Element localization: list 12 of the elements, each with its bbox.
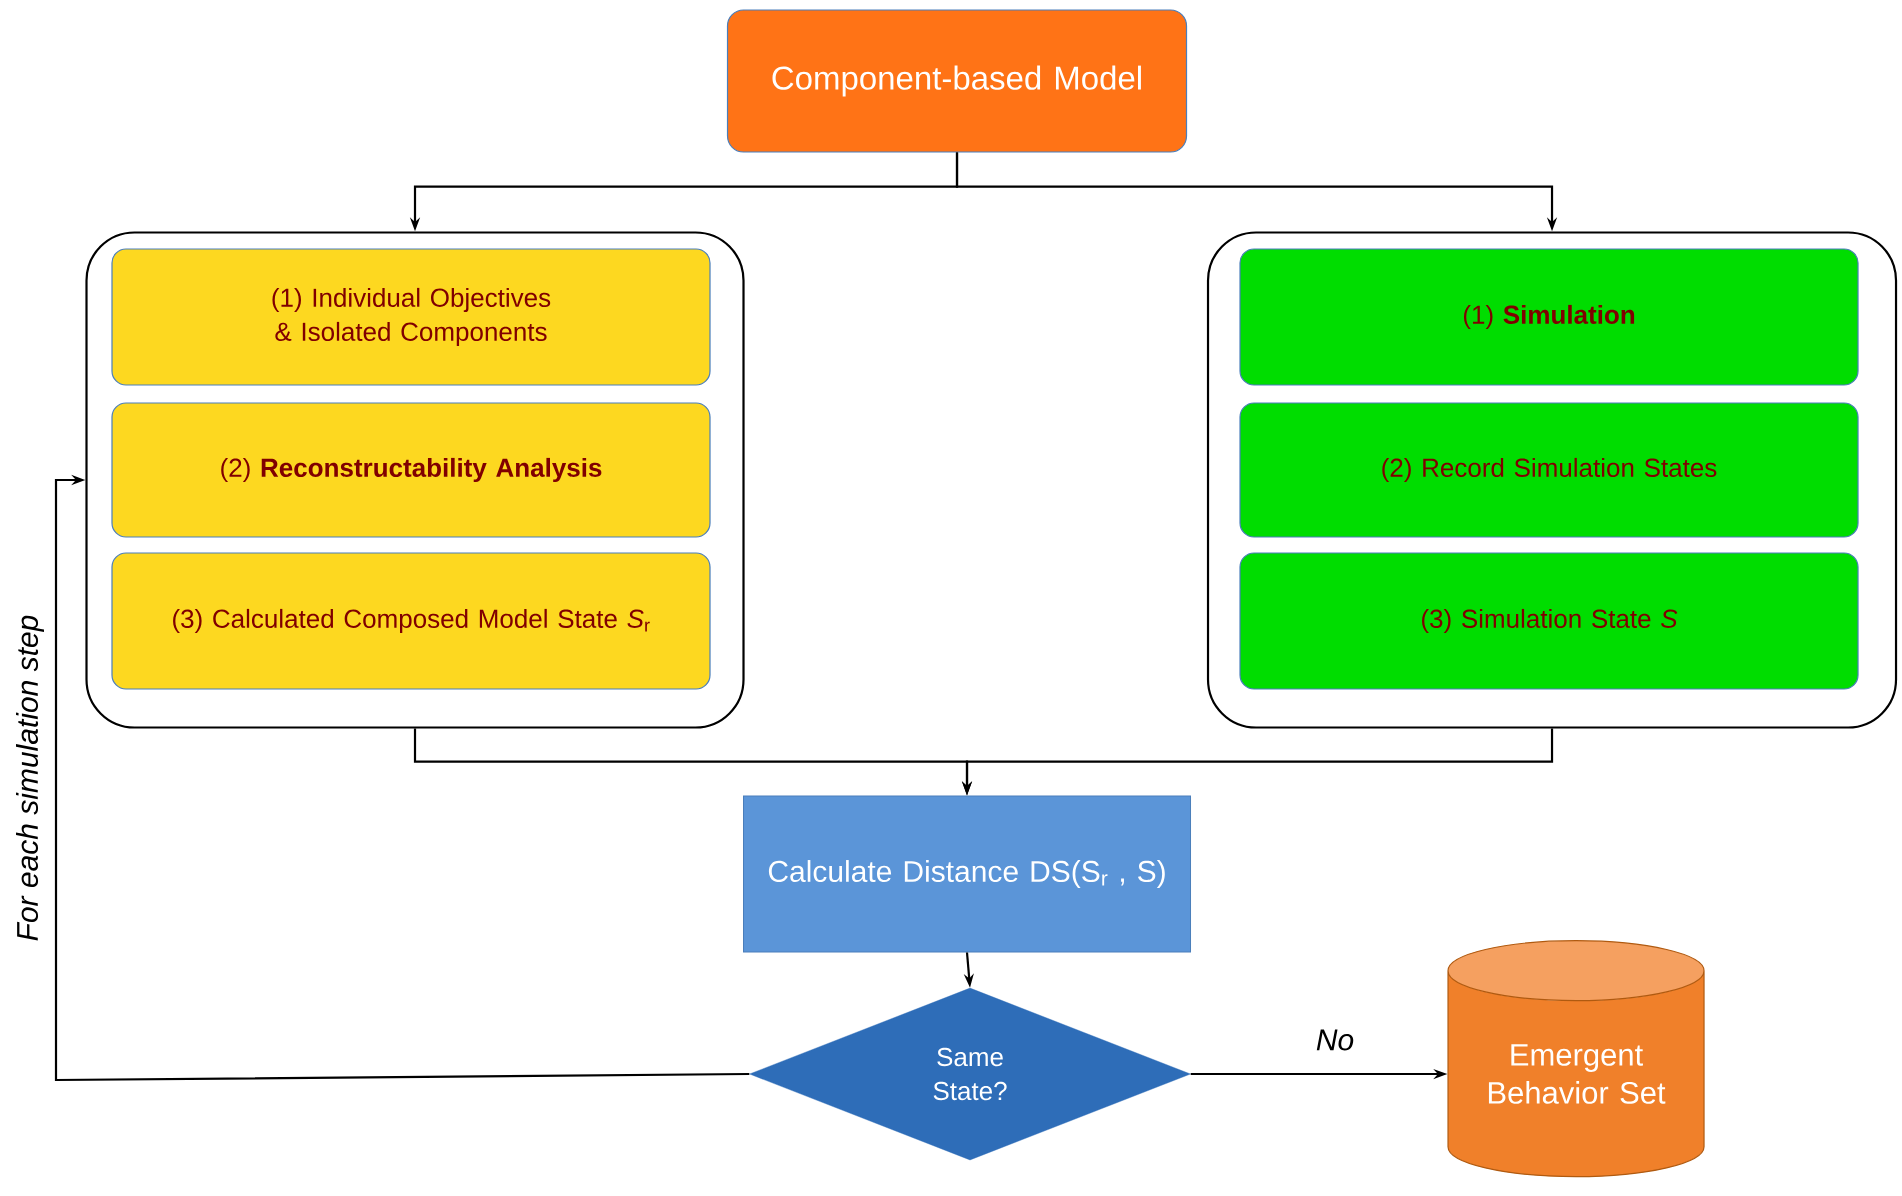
edge-label: No: [1313, 1027, 1357, 1053]
step-box: (1) Individual Objectives & Isolated Components: [111, 248, 711, 386]
step-box: (2) Reconstructability Analysis: [111, 402, 711, 538]
step-box: (3) Calculated Composed Model State S$_{r}$: [111, 552, 711, 690]
edge-label: For each simulation step: [14, 612, 46, 944]
process-box: Component-based Model: [726, 9, 1188, 153]
step-box: (2) Record Simulation States: [1239, 402, 1859, 538]
process-box: Calculate Distance DS(S$_{r}$ , S): [743, 795, 1191, 953]
arrow: [54, 474, 750, 1082]
database-cylinder: Emergent Behavior Set: [1447, 940, 1705, 1178]
step-box: (3) Simulation State S: [1239, 552, 1859, 690]
step-box: (1) Simulation: [1239, 248, 1859, 386]
